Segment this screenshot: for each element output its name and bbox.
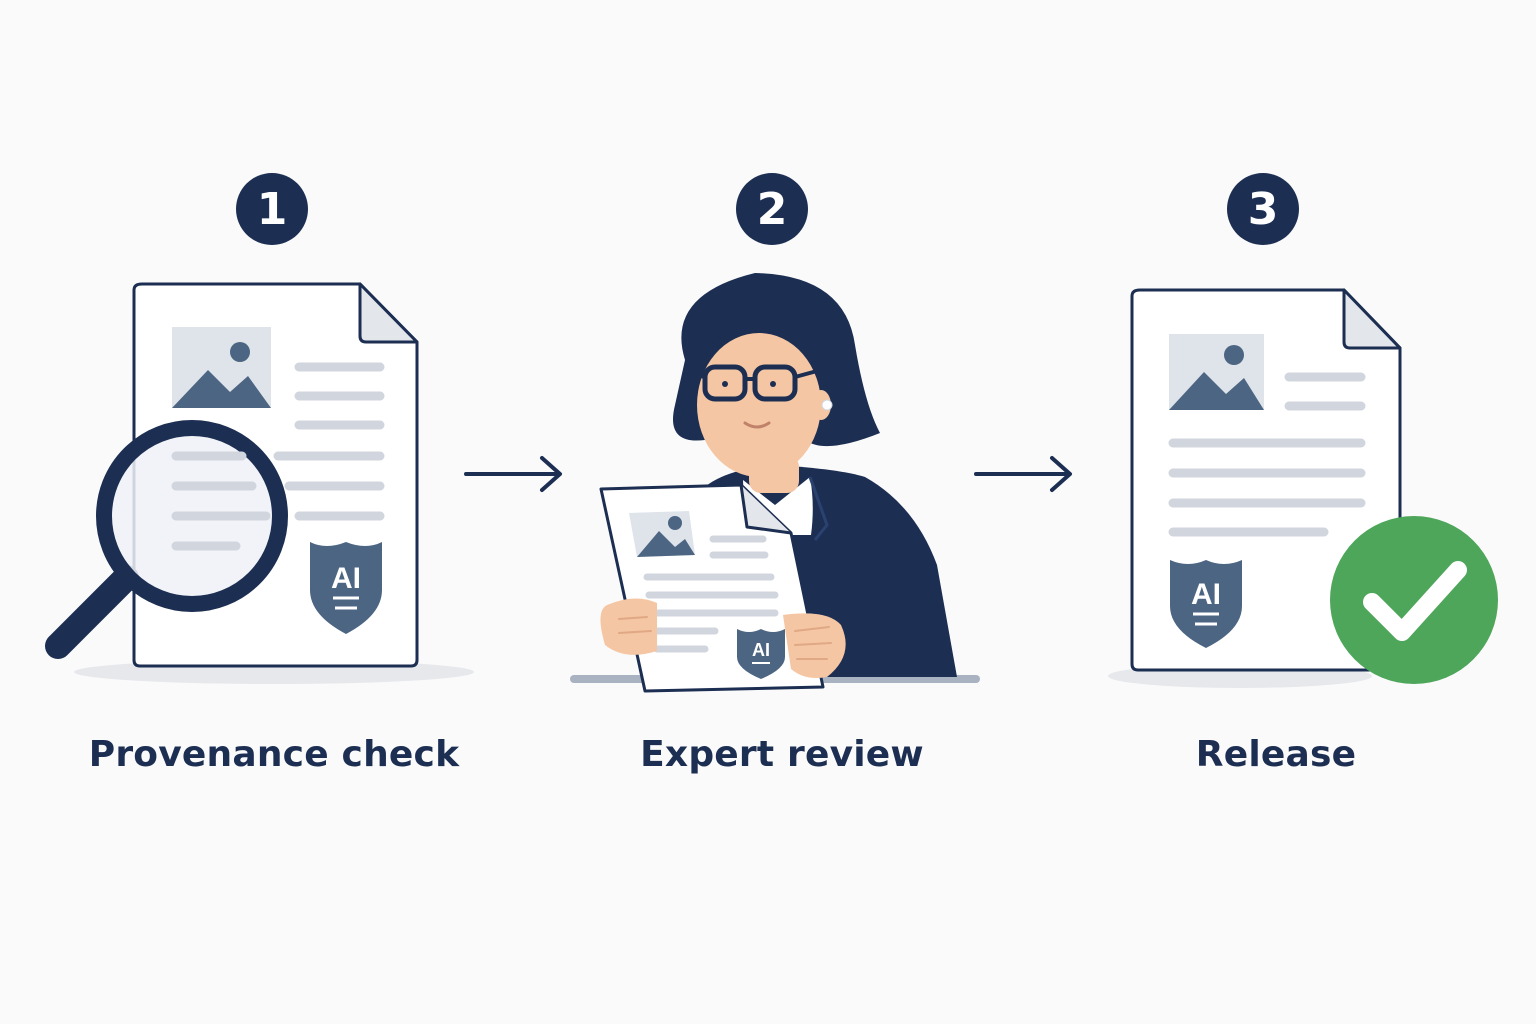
step-2-badge: 2 — [736, 173, 808, 245]
magnifier-document-icon: AI — [45, 282, 474, 684]
step-2-label: Expert review — [640, 734, 924, 775]
approved-document-icon: AI — [1108, 288, 1498, 688]
step-1-badge: 1 — [236, 173, 308, 245]
step-3-label: Release — [1195, 734, 1357, 775]
ai-badge-text: AI — [331, 562, 361, 595]
arrow-right-icon — [974, 456, 1072, 492]
arrow-right-icon — [464, 456, 562, 492]
ai-badge-text: AI — [752, 640, 770, 660]
check-icon — [1363, 561, 1467, 641]
reviewer-with-document-icon: AI — [570, 273, 980, 693]
step-3-badge: 3 — [1227, 173, 1299, 245]
step-1-label: Provenance check — [88, 734, 460, 775]
ai-badge-text: AI — [1191, 578, 1221, 611]
